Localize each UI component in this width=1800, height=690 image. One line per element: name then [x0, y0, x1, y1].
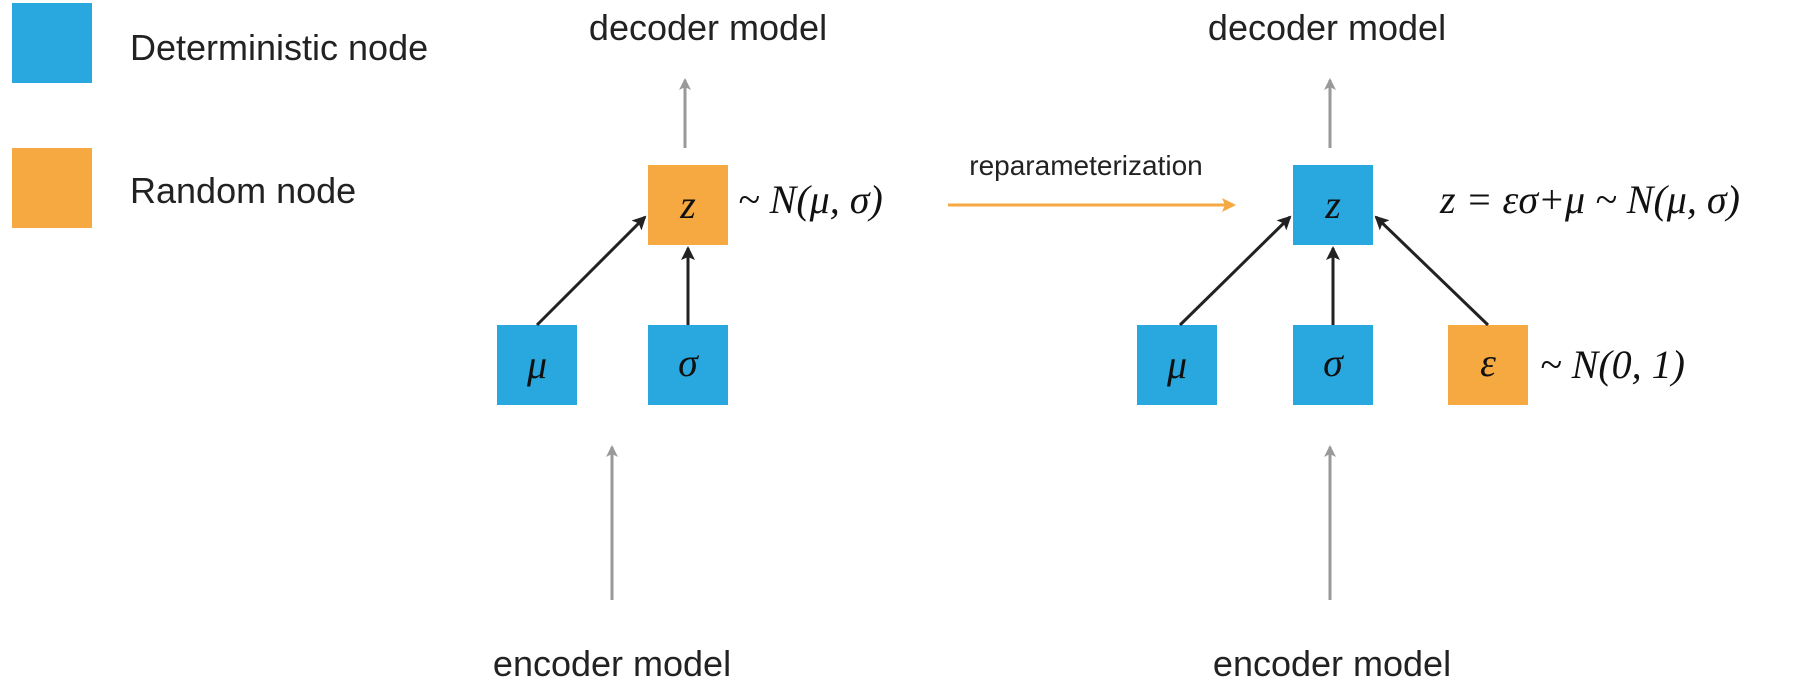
right-z-equation: z = εσ+μ ~ N(μ, σ): [1439, 177, 1740, 222]
left-z-distribution: ~ N(μ, σ): [738, 177, 883, 222]
left-sigma-node: [648, 325, 728, 405]
legend: Deterministic node Random node: [12, 3, 428, 228]
right-decoder-label: decoder model: [1208, 7, 1446, 48]
left-sigma-node-label: σ: [678, 340, 699, 385]
left-mu-node-label: μ: [526, 342, 547, 387]
right-sigma-node-label: σ: [1323, 340, 1344, 385]
right-mu-node: [1137, 325, 1217, 405]
reparameterization-transition: reparameterization: [948, 150, 1236, 212]
left-graph: decoder model z ~ N(μ, σ) μ σ encoder mo…: [493, 7, 883, 684]
left-decoder-label: decoder model: [589, 7, 827, 48]
legend-random-swatch: [12, 148, 92, 228]
right-eps-to-z-arrow: [1374, 215, 1490, 327]
right-sigma-node: [1293, 325, 1373, 405]
left-z-node: [648, 165, 728, 245]
right-eps-distribution: ~ N(0, 1): [1540, 342, 1685, 387]
right-encoder-label: encoder model: [1213, 643, 1451, 684]
right-mu-to-z-arrow: [1178, 215, 1292, 327]
right-eps-node: [1448, 325, 1528, 405]
right-eps-node-label: ε: [1480, 340, 1496, 385]
legend-deterministic-swatch: [12, 3, 92, 83]
right-mu-node-label: μ: [1166, 342, 1187, 387]
right-z-node-label: z: [1324, 182, 1341, 227]
legend-deterministic-label: Deterministic node: [130, 27, 428, 68]
left-encoder-label: encoder model: [493, 643, 731, 684]
left-z-node-label: z: [679, 182, 696, 227]
left-mu-to-z-arrow: [535, 215, 647, 327]
legend-random-label: Random node: [130, 170, 356, 211]
right-graph: decoder model z z = εσ+μ ~ N(μ, σ) μ σ ε…: [1137, 7, 1740, 684]
left-mu-node: [497, 325, 577, 405]
right-z-node: [1293, 165, 1373, 245]
reparameterization-label: reparameterization: [969, 150, 1202, 181]
